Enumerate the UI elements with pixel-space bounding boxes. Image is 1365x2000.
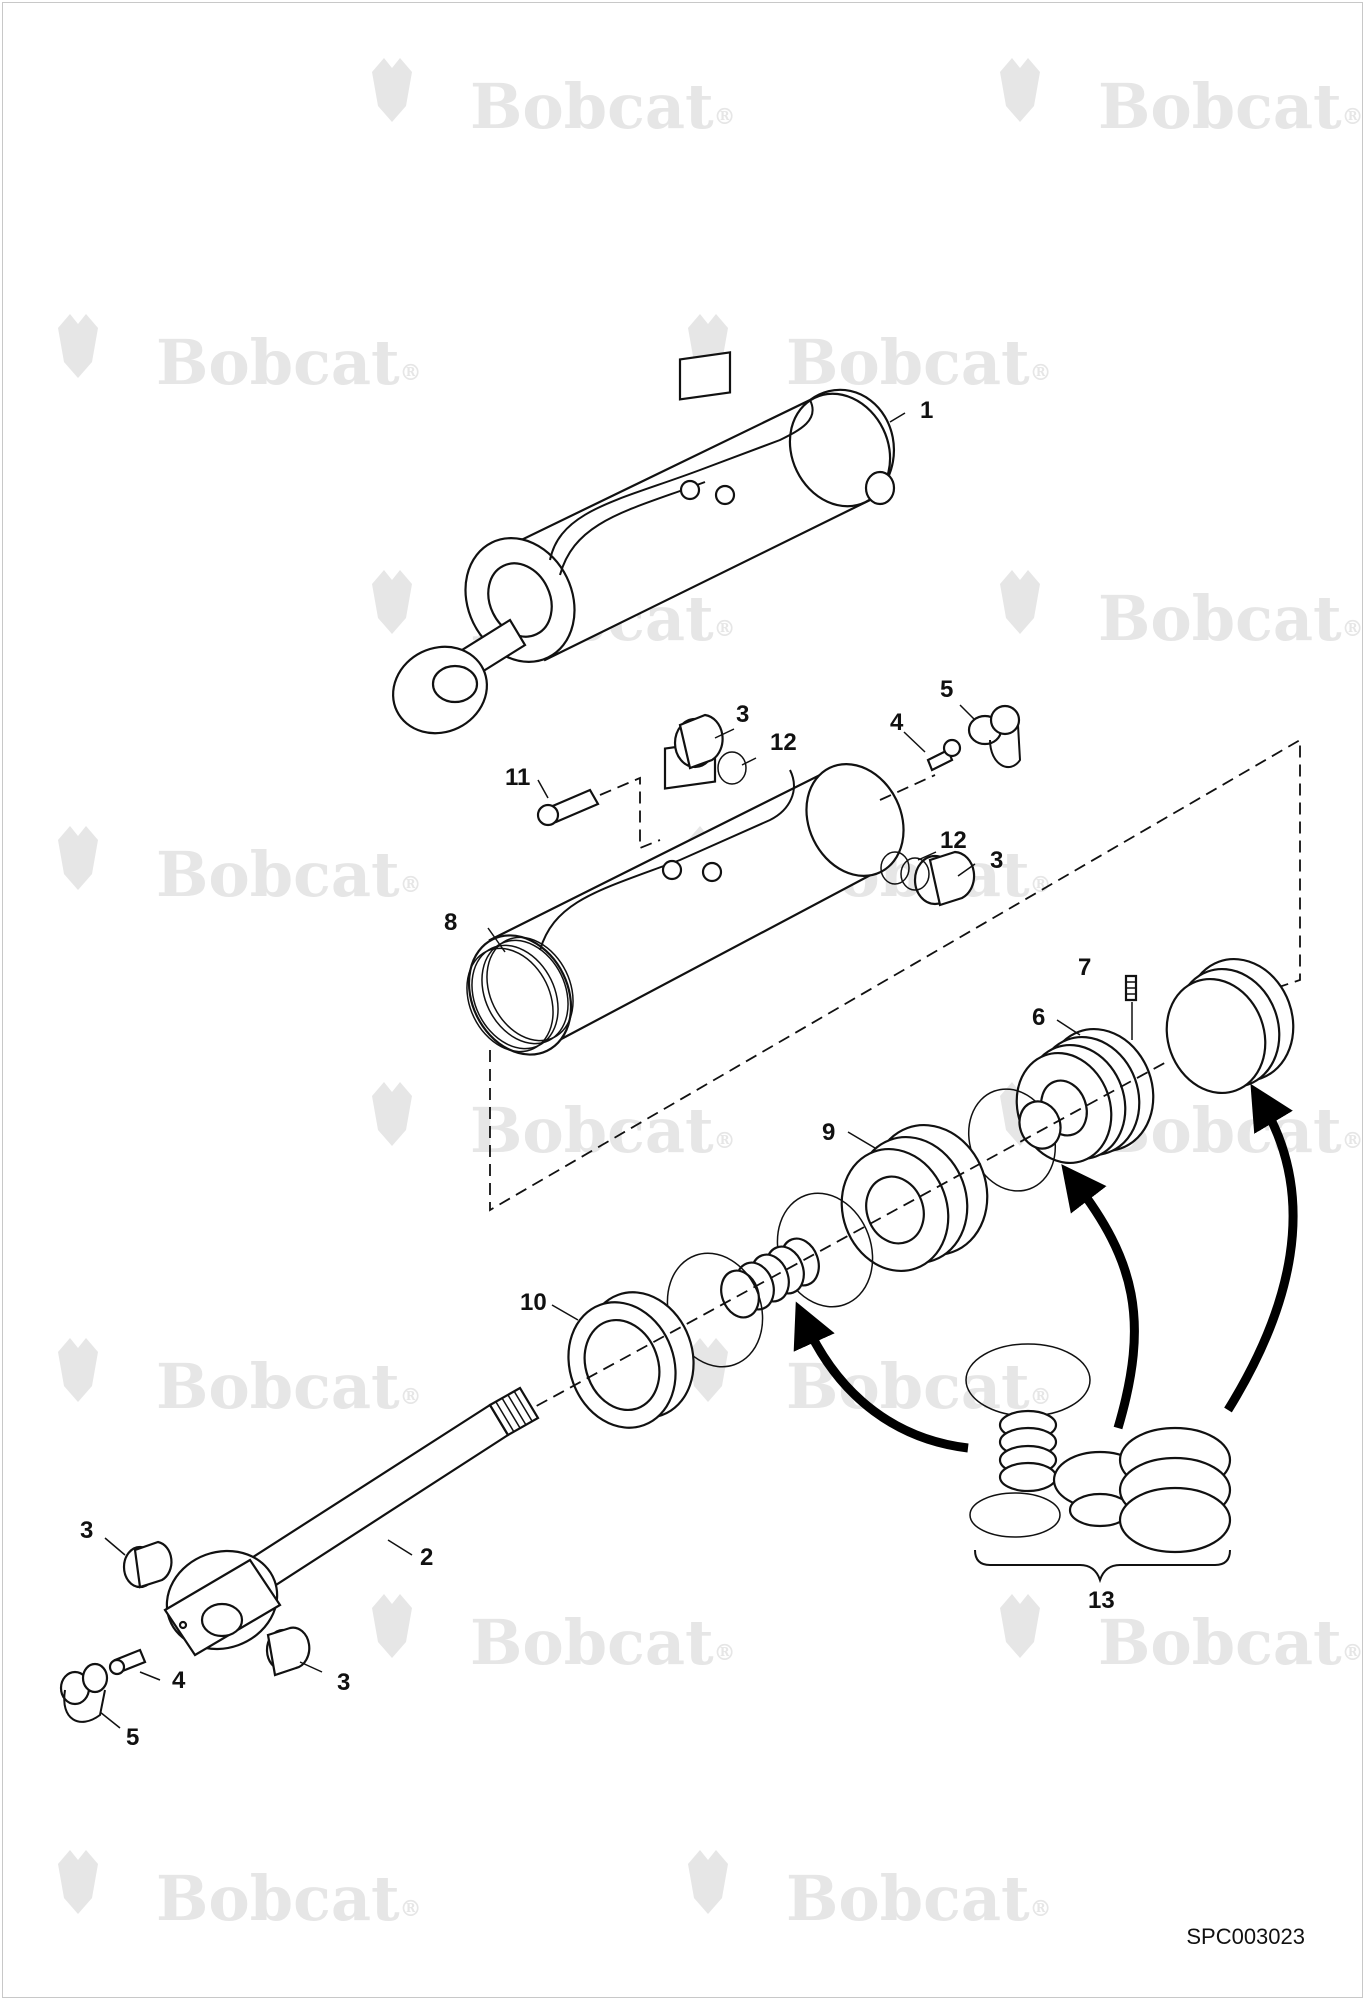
svg-text:Bobcat®: Bobcat® [1098, 1606, 1364, 1679]
watermark: Bobcat® [58, 314, 422, 399]
svg-text:Bobcat®: Bobcat® [1098, 70, 1364, 143]
svg-text:Bobcat®: Bobcat® [156, 1350, 422, 1423]
svg-text:Bobcat®: Bobcat® [470, 70, 736, 143]
svg-text:Bobcat®: Bobcat® [156, 326, 422, 399]
assembly-axis [519, 1059, 1171, 1416]
callout-4: 4 [890, 709, 904, 736]
grease-fitting [108, 1648, 147, 1676]
gland [840, 1123, 989, 1273]
svg-text:Bobcat®: Bobcat® [786, 1862, 1052, 1935]
watermark-layer: Bobcat® Bobcat® Bobcat® Bobcat® Bobcat® … [58, 58, 1364, 1935]
grease-fitting [536, 788, 600, 827]
piston-seal-set [1165, 957, 1295, 1095]
watermark: Bobcat® [58, 1850, 422, 1935]
svg-text:Bobcat®: Bobcat® [786, 326, 1052, 399]
callout-3: 3 [736, 701, 749, 728]
watermark: Bobcat® [372, 1082, 736, 1167]
seal-ring [900, 857, 930, 891]
callout-3: 3 [337, 1669, 350, 1696]
dust-cap [967, 704, 1022, 769]
seal-ring [880, 851, 910, 885]
callout-12: 12 [770, 729, 797, 756]
svg-text:Bobcat®: Bobcat® [1098, 582, 1364, 655]
callout-13: 13 [1088, 1587, 1115, 1614]
watermark: Bobcat® [372, 1594, 736, 1679]
watermark: Bobcat® [1000, 58, 1364, 143]
callout-6: 6 [1032, 1004, 1045, 1031]
barrel-thread [466, 936, 574, 1053]
callout-7: 7 [1078, 954, 1091, 981]
callout-5: 5 [940, 676, 953, 703]
watermark: Bobcat® [688, 314, 1052, 399]
dust-cap [59, 1662, 109, 1723]
callout-8: 8 [444, 909, 457, 936]
leader-lines [99, 412, 1081, 1729]
bushing [913, 850, 976, 907]
bushing [673, 713, 724, 770]
watermark: Bobcat® [372, 58, 736, 143]
callout-3: 3 [990, 847, 1003, 874]
callout-9: 9 [822, 1119, 835, 1146]
bushing [265, 1626, 311, 1677]
callout-4: 4 [172, 1667, 186, 1694]
drawing-number: SPC003023 [1186, 1924, 1305, 1949]
bushing [122, 1540, 173, 1589]
kit-bracket [974, 1549, 1231, 1584]
svg-text:Bobcat®: Bobcat® [156, 1862, 422, 1935]
kit-arrows [793, 1083, 1298, 1453]
watermark: Bobcat® [1000, 570, 1364, 655]
callout-labels: 1 3 12 4 5 11 8 12 3 7 6 9 10 2 3 3 4 5 … [80, 397, 1115, 1751]
callout-1: 1 [920, 397, 933, 424]
cylinder-assembly [391, 351, 896, 735]
piston-rod [163, 1386, 540, 1657]
callout-3: 3 [80, 1517, 93, 1544]
callout-2: 2 [420, 1544, 433, 1571]
callout-5: 5 [126, 1724, 139, 1751]
grease-fitting [926, 738, 962, 772]
callout-10: 10 [520, 1289, 547, 1316]
svg-text:Bobcat®: Bobcat® [470, 1606, 736, 1679]
svg-text:Bobcat®: Bobcat® [470, 1094, 736, 1167]
watermark: Bobcat® [58, 1338, 422, 1423]
seal-ring [717, 751, 747, 785]
callout-11: 11 [505, 764, 530, 791]
seal-kit [965, 1343, 1232, 1554]
callout-12: 12 [940, 827, 967, 854]
watermark: Bobcat® [688, 1850, 1052, 1935]
set-screw [1124, 974, 1138, 1002]
watermark: Bobcat® [58, 826, 422, 911]
head-nut [567, 1291, 695, 1429]
watermark: Bobcat® [1000, 1594, 1364, 1679]
svg-text:Bobcat®: Bobcat® [156, 838, 422, 911]
